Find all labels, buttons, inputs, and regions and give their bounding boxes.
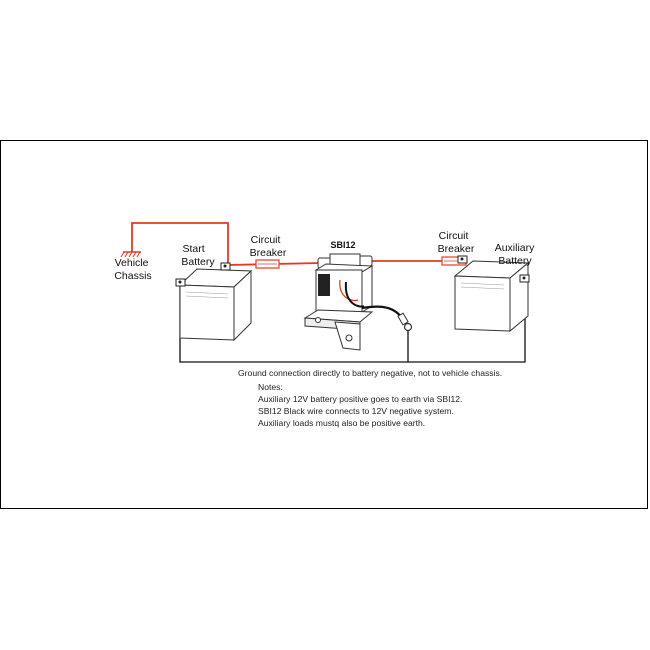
chassis-earth-wire: [131, 222, 229, 265]
circuit-breaker-left-label: Circuit Breaker: [250, 234, 287, 259]
vehicle-chassis-label: Vehicle Chassis: [114, 257, 151, 282]
start-battery-label: Start Battery: [181, 243, 215, 268]
circuit-breaker-right-label: Circuit Breaker: [438, 230, 475, 255]
notes-heading: Notes:: [258, 382, 283, 392]
auxiliary-battery-label: Auxiliary Battery: [495, 242, 538, 267]
auxiliary-battery-icon: [453, 255, 530, 333]
start-battery-icon: [175, 262, 253, 342]
circuit-breaker-left-icon: [255, 259, 280, 269]
sbi12-label: SBI12: [330, 240, 355, 250]
ground-connection-note: Ground connection directly to battery ne…: [238, 368, 502, 378]
note-line: Auxiliary 12V battery positive goes to e…: [258, 394, 462, 404]
note-line: SBI12 Black wire connects to 12V negativ…: [258, 406, 454, 416]
chassis-ground-icon: [120, 251, 141, 258]
note-line: Auxiliary loads mustq also be positive e…: [258, 418, 425, 428]
diagram-frame: [0, 140, 648, 509]
sbi12-device-icon: [303, 253, 413, 351]
